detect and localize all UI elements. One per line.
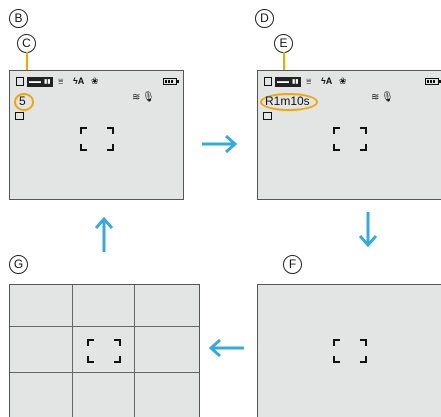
arrow-left-icon — [208, 338, 244, 358]
card-icon — [16, 77, 24, 86]
label-b: B — [9, 9, 28, 28]
flash-auto-icon: ϟA — [321, 76, 333, 86]
picture-size-badge-icon: ▮▮ — [290, 77, 301, 87]
battery-icon — [425, 78, 441, 85]
arrow-right-icon — [202, 134, 238, 154]
quality-icon: ⩸ — [306, 76, 312, 86]
flash-auto-icon: ϟA — [73, 76, 85, 86]
recording-time: R1m10s — [265, 94, 310, 108]
arrow-up-icon — [94, 216, 114, 252]
quality-badge-icon: ▬▬ — [275, 77, 291, 87]
screen-g — [9, 284, 200, 417]
label-d: D — [255, 9, 274, 28]
af-frame — [333, 339, 367, 363]
screen-b: ▬▬ ▮▮ ⩸ ϟA ❀ 5 ≋ 🎙 — [9, 70, 184, 200]
label-f: F — [283, 255, 302, 274]
mic-icon: 🎙 — [381, 92, 394, 103]
label-e: E — [274, 34, 293, 53]
card-icon — [264, 77, 272, 86]
wind-icon: ≋ — [132, 92, 141, 103]
stabilizer-icon: ❀ — [339, 76, 347, 86]
status-bar: ▬▬ ▮▮ ⩸ ϟA ❀ — [16, 76, 179, 89]
recording-mode-icon — [263, 112, 272, 120]
af-frame — [80, 127, 114, 151]
screen-d: ▬▬ ▮▮ ⩸ ϟA ❀ R1m10s ≋ 🎙 — [257, 70, 441, 200]
grid-line-h1 — [10, 326, 199, 327]
af-frame — [87, 339, 121, 363]
quality-badge-icon: ▬▬ — [27, 77, 43, 87]
stabilizer-icon: ❀ — [91, 76, 99, 86]
status-bar: ▬▬ ▮▮ ⩸ ϟA ❀ — [264, 76, 441, 89]
wind-icon: ≋ — [371, 92, 380, 103]
shots-remaining: 5 — [19, 94, 26, 108]
grid-line-v1 — [72, 285, 73, 417]
recording-mode-icon — [15, 112, 24, 120]
quality-icon: ⩸ — [58, 76, 64, 86]
label-c: C — [17, 34, 36, 53]
grid-line-h2 — [10, 372, 199, 373]
picture-size-badge-icon: ▮▮ — [42, 77, 53, 87]
af-frame — [333, 127, 367, 151]
arrow-down-icon — [358, 212, 378, 248]
label-g: G — [9, 255, 28, 274]
battery-icon — [163, 78, 179, 85]
grid-line-v2 — [134, 285, 135, 417]
highlight-ring-e — [260, 93, 318, 111]
highlight-ring-c — [14, 93, 34, 111]
mic-icon: 🎙 — [142, 92, 155, 103]
screen-f — [257, 284, 441, 417]
